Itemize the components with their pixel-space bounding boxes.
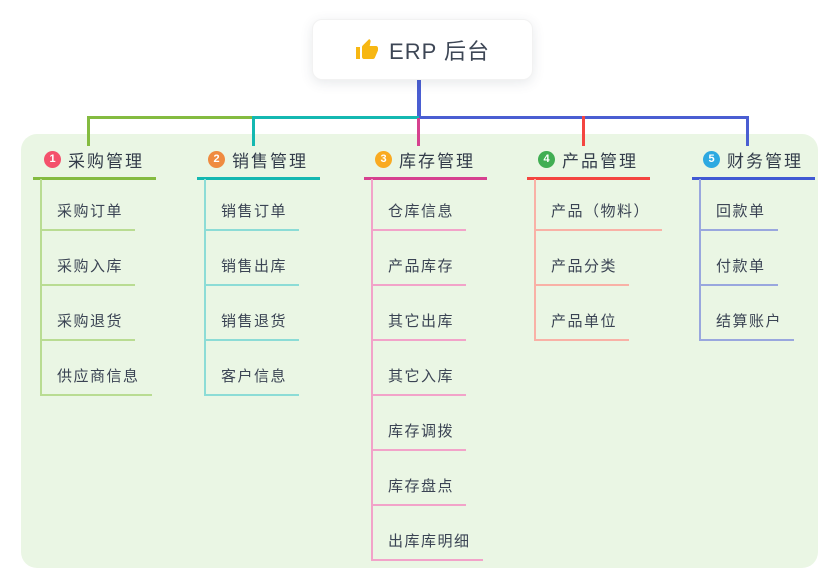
- child-node-product-unit[interactable]: 产品单位: [534, 312, 630, 341]
- branch-label: 产品管理: [562, 151, 638, 171]
- child-label: 回款单: [716, 203, 766, 220]
- child-node-payment-order[interactable]: 付款单: [699, 257, 778, 286]
- child-label: 其它入库: [388, 368, 455, 385]
- thumbs-up-icon: [356, 38, 379, 59]
- child-node-stock-check[interactable]: 库存盘点: [371, 477, 467, 506]
- child-label: 库存盘点: [388, 478, 455, 495]
- child-node-sales-order[interactable]: 销售订单: [204, 202, 300, 231]
- child-label: 采购退货: [57, 313, 124, 330]
- child-label: 结算账户: [716, 313, 783, 330]
- connector-root-vertical: [417, 80, 421, 119]
- child-label: 产品分类: [551, 258, 618, 275]
- child-node-other-outbound[interactable]: 其它出库: [371, 312, 467, 341]
- root-title: ERP 后台: [389, 38, 490, 64]
- child-node-customer-info[interactable]: 客户信息: [204, 367, 300, 396]
- branch-number-badge: 5: [703, 150, 720, 168]
- child-label: 销售订单: [221, 203, 288, 220]
- branch-sales-heading[interactable]: 2 销售管理: [197, 145, 320, 180]
- child-node-stock-transfer[interactable]: 库存调拨: [371, 422, 467, 451]
- connector-spine-finance: [699, 179, 701, 341]
- root-node[interactable]: ERP 后台: [312, 19, 533, 80]
- child-node-warehouse-info[interactable]: 仓库信息: [371, 202, 467, 231]
- child-node-settlement-account[interactable]: 结算账户: [699, 312, 795, 341]
- branch-number-badge: 3: [375, 150, 392, 168]
- child-label: 仓库信息: [388, 203, 455, 220]
- child-node-product-category[interactable]: 产品分类: [534, 257, 630, 286]
- branch-label: 销售管理: [232, 151, 308, 171]
- connector-spine-purchase: [40, 179, 42, 396]
- child-node-purchase-order[interactable]: 采购订单: [40, 202, 136, 231]
- branch-product-heading[interactable]: 4 产品管理: [527, 145, 650, 180]
- child-label: 出库库明细: [388, 533, 471, 550]
- child-node-outbound-detail[interactable]: 出库库明细: [371, 532, 483, 561]
- child-label: 其它出库: [388, 313, 455, 330]
- child-label: 销售出库: [221, 258, 288, 275]
- branch-number-badge: 2: [208, 150, 225, 168]
- child-label: 销售退货: [221, 313, 288, 330]
- branch-label: 财务管理: [727, 151, 803, 171]
- branch-inventory-heading[interactable]: 3 库存管理: [364, 145, 487, 180]
- connector-drop-purchase: [87, 116, 90, 146]
- mindmap-background: [21, 134, 818, 568]
- child-label: 供应商信息: [57, 368, 140, 385]
- branch-number-badge: 4: [538, 150, 555, 168]
- branch-label: 库存管理: [399, 151, 475, 171]
- child-node-other-inbound[interactable]: 其它入库: [371, 367, 467, 396]
- child-node-product-material[interactable]: 产品（物料）: [534, 202, 663, 231]
- child-label: 付款单: [716, 258, 766, 275]
- child-label: 客户信息: [221, 368, 288, 385]
- child-label: 产品库存: [388, 258, 455, 275]
- child-node-purchase-inbound[interactable]: 采购入库: [40, 257, 136, 286]
- connector-drop-sales: [252, 116, 255, 146]
- child-node-receipt-order[interactable]: 回款单: [699, 202, 778, 231]
- child-label: 采购订单: [57, 203, 124, 220]
- connector-drop-inventory: [417, 118, 420, 146]
- connector-spine-product: [534, 179, 536, 341]
- connector-rail-green: [87, 116, 254, 119]
- branch-number-badge: 1: [44, 150, 61, 168]
- child-label: 采购入库: [57, 258, 124, 275]
- connector-spine-sales: [204, 179, 206, 396]
- connector-rail-teal: [254, 116, 419, 119]
- branch-label: 采购管理: [68, 151, 144, 171]
- child-label: 产品（物料）: [551, 203, 651, 220]
- child-node-sales-outbound[interactable]: 销售出库: [204, 257, 300, 286]
- connector-spine-inventory: [371, 179, 373, 561]
- child-label: 产品单位: [551, 313, 618, 330]
- connector-drop-product: [582, 116, 585, 146]
- branch-finance-heading[interactable]: 5 财务管理: [692, 145, 815, 180]
- child-label: 库存调拨: [388, 423, 455, 440]
- child-node-supplier-info[interactable]: 供应商信息: [40, 367, 152, 396]
- branch-purchase-heading[interactable]: 1 采购管理: [33, 145, 156, 180]
- child-node-sales-return[interactable]: 销售退货: [204, 312, 300, 341]
- child-node-product-stock[interactable]: 产品库存: [371, 257, 467, 286]
- child-node-purchase-return[interactable]: 采购退货: [40, 312, 136, 341]
- connector-drop-finance: [746, 116, 749, 146]
